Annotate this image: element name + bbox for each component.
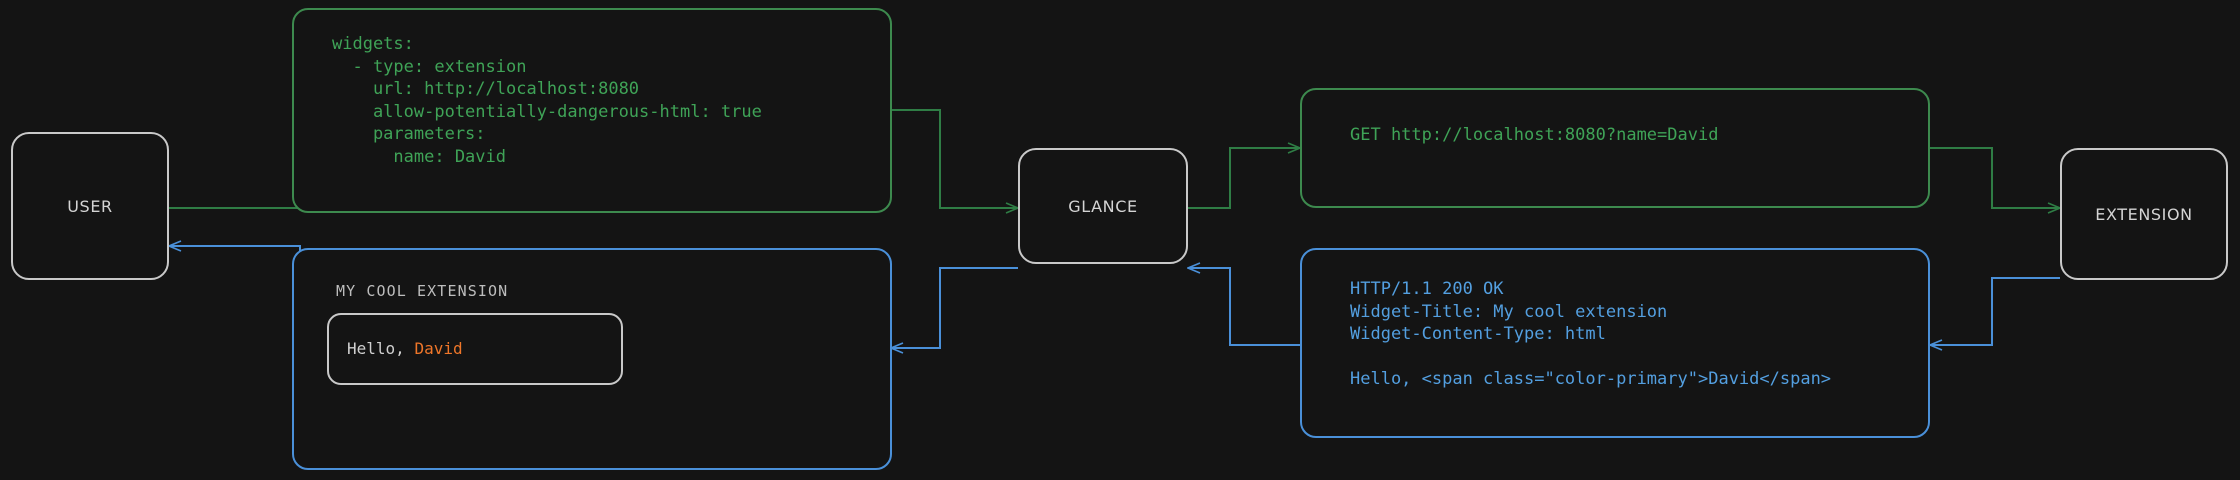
http-response-box[interactable]: HTTP/1.1 200 OK Widget-Title: My cool ex… [1300,248,1930,438]
node-extension[interactable]: EXTENSION [2060,148,2228,280]
rendered-widget-title: MY COOL EXTENSION [336,282,509,300]
config-yaml-text: widgets: - type: extension url: http://l… [332,34,762,167]
config-yaml-box[interactable]: widgets: - type: extension url: http://l… [292,8,892,213]
node-user[interactable]: USER [11,132,169,280]
greeting-accent-name: David [414,339,463,358]
node-extension-label: EXTENSION [2095,204,2193,224]
greeting-prefix: Hello, [347,339,415,358]
node-glance-label: GLANCE [1068,196,1138,216]
rendered-widget-greeting: Hello, David [329,315,621,358]
node-user-label: USER [67,196,113,216]
http-request-box[interactable]: GET http://localhost:8080?name=David [1300,88,1930,208]
http-request-text: GET http://localhost:8080?name=David [1350,125,1719,145]
http-response-text: HTTP/1.1 200 OK Widget-Title: My cool ex… [1350,279,1832,389]
rendered-widget-card: Hello, David [327,313,623,385]
rendered-widget-box[interactable]: MY COOL EXTENSION Hello, David [292,248,892,470]
node-glance[interactable]: GLANCE [1018,148,1188,264]
